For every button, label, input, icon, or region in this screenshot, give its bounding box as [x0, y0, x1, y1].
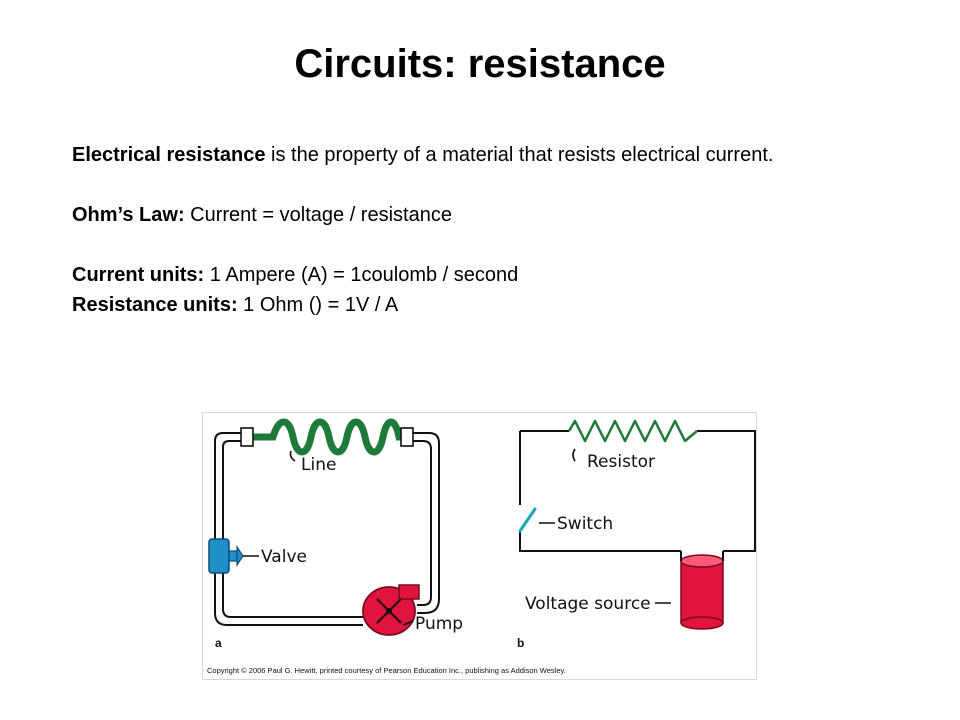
resistor-label: Resistor	[587, 452, 655, 472]
slide-title: Circuits: resistance	[294, 42, 666, 86]
battery-icon	[680, 551, 724, 630]
resistance-definition-text: is the property of a material that resis…	[265, 144, 774, 166]
switch-icon	[518, 507, 537, 533]
ohms-law-text: Current = voltage / resistance	[184, 204, 452, 226]
current-units-text: 1 Ampere (A) = 1coulomb / second	[204, 264, 519, 286]
resistance-units-text: 1 Ohm () = 1V / A	[237, 294, 399, 316]
figure-copyright: Copyright © 2006 Paul G. Hewitt, printed…	[207, 666, 566, 675]
water-circuit-diagram: Line Valve Pump a	[208, 418, 463, 650]
slide-body: Electrical resistance is the property of…	[72, 140, 892, 320]
resistor-icon	[567, 419, 698, 443]
line-coil-icon	[249, 418, 412, 456]
resistance-units-term: Resistance units:	[72, 294, 238, 316]
current-units-term: Current units:	[72, 264, 205, 286]
valve-icon	[208, 538, 244, 574]
panel-a-letter: a	[215, 636, 222, 650]
resistance-definition: Electrical resistance is the property of…	[72, 140, 892, 170]
valve-label: Valve	[261, 547, 307, 567]
ohms-law-term: Ohm’s Law:	[72, 204, 185, 226]
resistance-term: Electrical resistance	[72, 144, 266, 166]
circuit-figure: Line Valve Pump a	[202, 412, 757, 680]
resistance-units: Resistance units: 1 Ohm () = 1V / A	[72, 290, 892, 320]
pump-label: Pump	[415, 614, 463, 634]
panel-b-letter: b	[517, 636, 524, 650]
current-units: Current units: 1 Ampere (A) = 1coulomb /…	[72, 260, 892, 290]
circuit-illustration: Line Valve Pump a	[208, 418, 756, 650]
line-label: Line	[301, 455, 336, 475]
switch-label: Switch	[557, 514, 613, 534]
ohms-law: Ohm’s Law: Current = voltage / resistanc…	[72, 200, 892, 230]
electric-circuit-diagram: Resistor Switch Voltage source b	[517, 419, 756, 650]
voltage-source-label: Voltage source	[525, 594, 651, 614]
pump-icon	[362, 584, 420, 636]
